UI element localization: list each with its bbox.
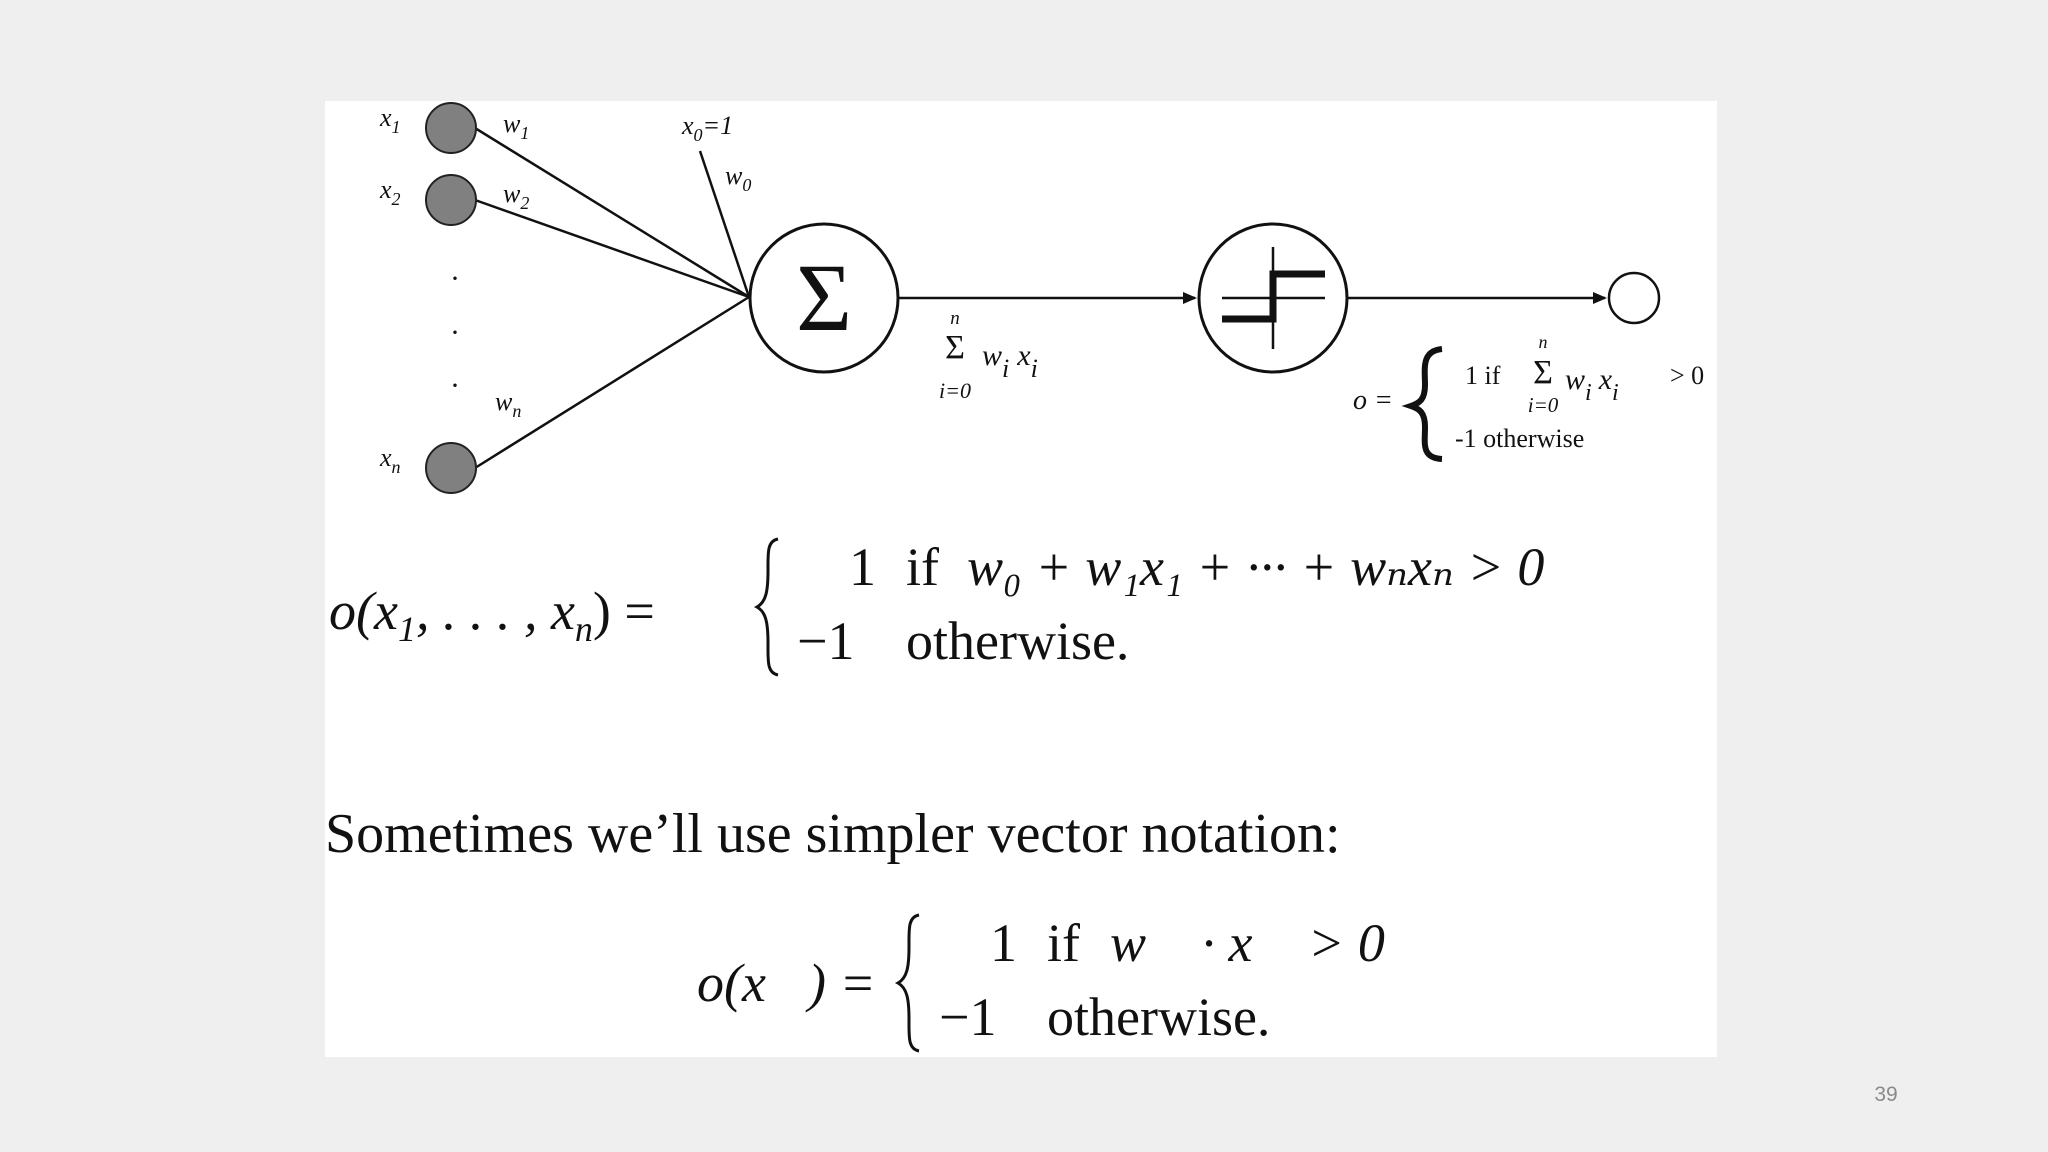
- svg-text:w₀ + w₁x₁ + ··· + wₙxₙ > 0: w₀ + w₁x₁ + ··· + wₙxₙ > 0: [967, 537, 1544, 597]
- slide-figure: · · · x1 x2 xn w1 w2 wn x0=1 w0 Σ n Σ i=…: [325, 101, 1717, 1057]
- output-node: [1607, 271, 1661, 325]
- svg-text:if: if: [906, 537, 939, 597]
- svg-text:i=0: i=0: [939, 378, 971, 403]
- input-label-1: x1: [379, 103, 401, 137]
- weight-label-2: w2: [503, 179, 529, 213]
- svg-text:if: if: [1047, 913, 1080, 973]
- input-label-n: xn: [379, 443, 401, 477]
- step-function-icon: [1222, 247, 1325, 349]
- svg-text:o(x1, . . . , xn) =: o(x1, . . . , xn) =: [329, 581, 655, 649]
- svg-text:w⃗ · x⃗ > 0: w⃗ · x⃗ > 0: [1110, 913, 1385, 973]
- perceptron-diagram: · · · x1 x2 xn w1 w2 wn x0=1 w0 Σ n Σ i=…: [325, 102, 1704, 1053]
- edge-x1: [474, 126, 750, 299]
- equation-threshold: o(x1, . . . , xn) = 1 if w₀ + w₁x₁ + ···…: [329, 537, 1544, 677]
- input-node-2: [425, 174, 477, 226]
- svg-text:o =: o =: [1353, 385, 1393, 416]
- edge-x0: [698, 150, 751, 298]
- svg-text:Σ: Σ: [1533, 354, 1553, 391]
- weight-label-1: w1: [503, 109, 529, 143]
- svg-text:otherwise.: otherwise.: [906, 611, 1129, 671]
- ellipsis-dot: ·: [450, 316, 460, 349]
- svg-text:n: n: [1539, 332, 1548, 352]
- svg-text:1: 1: [990, 913, 1017, 973]
- vector-notation-note: Sometimes we’ll use simpler vector notat…: [325, 803, 1341, 865]
- svg-text:otherwise.: otherwise.: [1047, 987, 1270, 1047]
- sum-symbol: Σ: [796, 244, 852, 351]
- svg-text:1: 1: [849, 537, 876, 597]
- svg-text:-1 otherwise: -1 otherwise: [1455, 424, 1584, 453]
- ellipsis-dot: ·: [450, 369, 460, 402]
- svg-text:Σ: Σ: [945, 329, 965, 366]
- bias-weight-label: w0: [725, 161, 751, 195]
- sum-node: [748, 222, 900, 374]
- svg-text:1 if: 1 if: [1465, 361, 1501, 390]
- svg-text:i=0: i=0: [1528, 393, 1559, 417]
- svg-text:−1: −1: [797, 611, 854, 671]
- input-node-n: [425, 442, 477, 494]
- svg-text:n: n: [950, 308, 960, 329]
- edge-x2: [474, 198, 750, 299]
- svg-text:o(x⃗) =: o(x⃗) =: [697, 953, 876, 1013]
- equation-vector: o(x⃗) = 1 if w⃗ · x⃗ > 0 −1 otherwise.: [697, 913, 1385, 1053]
- bias-input-label: x0=1: [681, 111, 733, 145]
- edge-xn: [474, 295, 750, 470]
- svg-text:−1: −1: [939, 987, 996, 1047]
- input-label-2: x2: [379, 175, 401, 209]
- weight-label-n: wn: [495, 387, 521, 421]
- page-number: 39: [1874, 1083, 1898, 1106]
- input-node-1: [425, 102, 477, 154]
- ellipsis-dot: ·: [450, 262, 460, 295]
- svg-text:> 0: > 0: [1670, 361, 1704, 390]
